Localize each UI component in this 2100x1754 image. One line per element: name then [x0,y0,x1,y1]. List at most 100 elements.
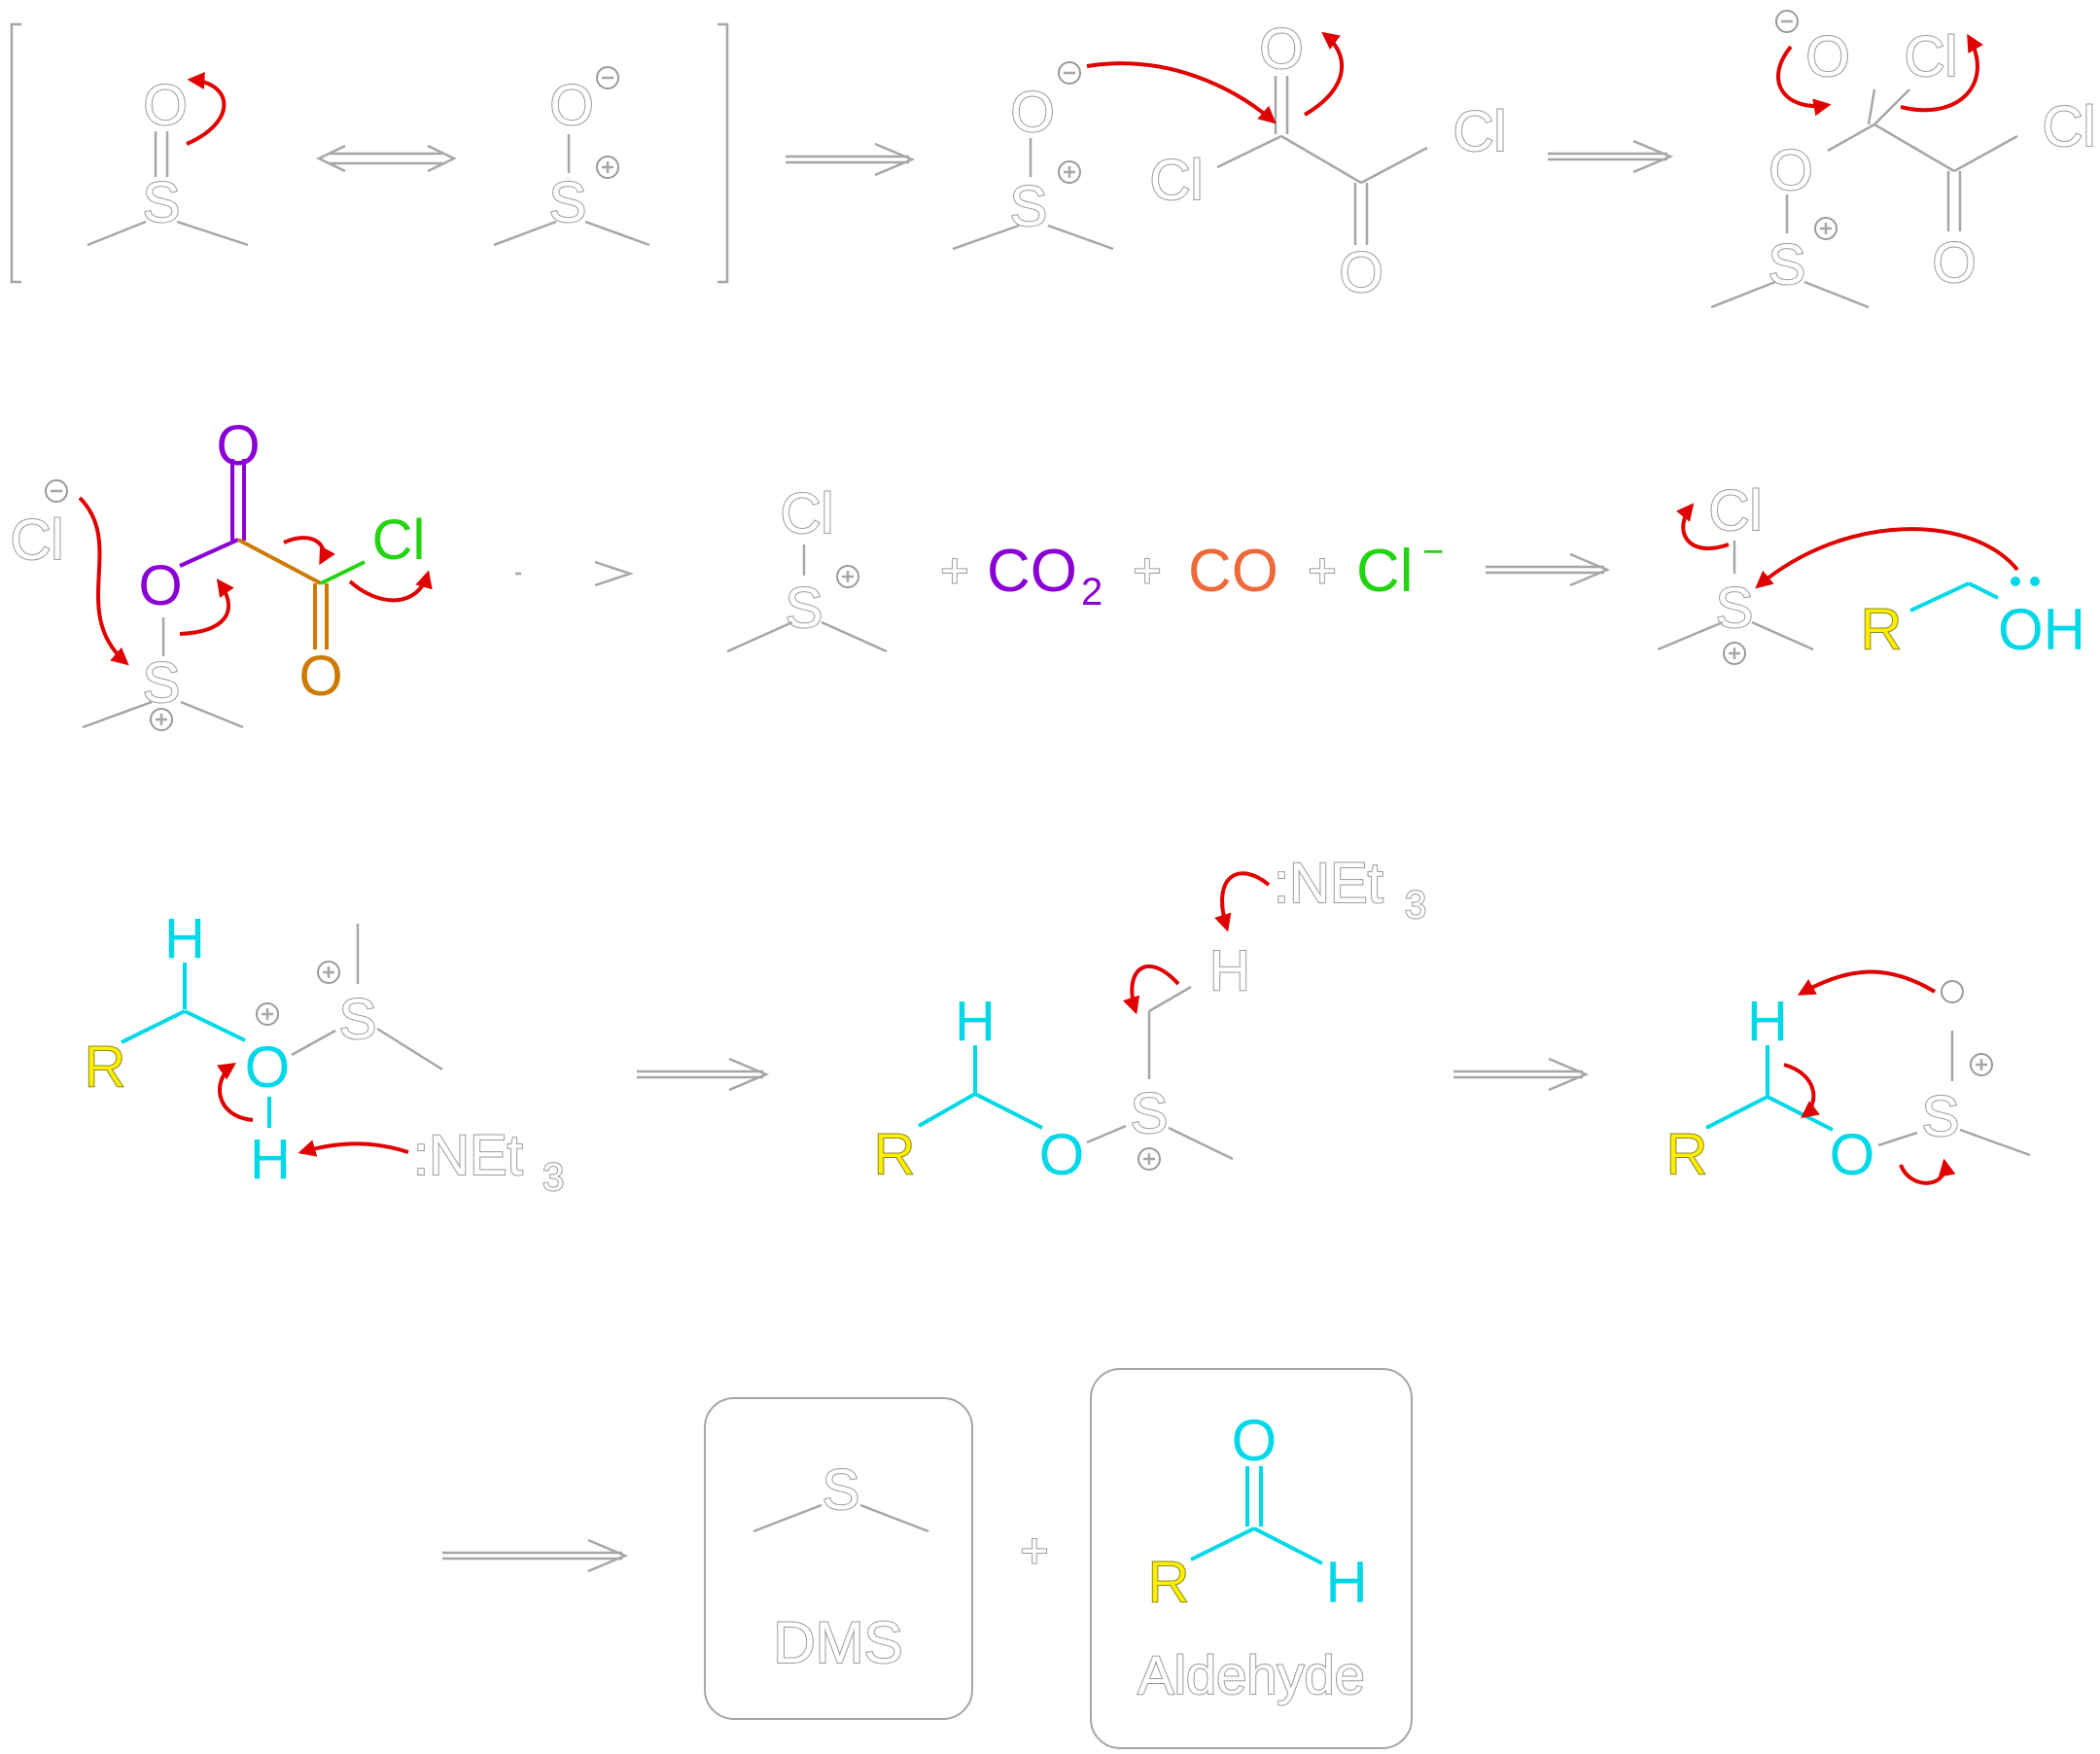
atom-h: H [1747,990,1788,1053]
atom-o: O [245,1035,291,1100]
reaction-arrow [1453,1057,1590,1092]
atom-o: O [1768,139,1812,202]
plus-charge-icon [836,565,859,588]
r-group: R [873,1122,915,1187]
atom-cl: Cl [1150,149,1204,212]
atom-o: O [549,74,593,137]
r-group: R [1665,1122,1707,1187]
reaction-arrow [515,560,634,587]
dmso-neutral: O S [87,72,249,247]
plus-sign: + [1020,1524,1048,1578]
chlorosulfonium-ion: Cl S [726,481,888,653]
atom-s: S [786,577,823,640]
atom-s: S [1716,577,1754,640]
resonance-bracket-left [10,22,21,284]
acyloxysulfonium-intermediate: Cl O O O Cl S [10,414,433,731]
carbanion-lone-pair-icon [1941,980,1964,1003]
r-group: R [1860,597,1902,662]
triethylamine-subscript: 3 [1405,884,1426,927]
atom-h: H [1325,1550,1367,1615]
triethylamine: :NEt [413,1124,523,1187]
plus-charge-icon [256,1002,279,1026]
atom-o: O [1010,81,1054,144]
chloride-label: Cl [1356,538,1414,605]
oxalyl-chloride: O Cl Cl O [1086,17,1507,305]
atom-s: S [822,1458,860,1522]
atom-cl: Cl [2043,95,2096,158]
chloride-charge: − [1422,532,1444,573]
r-group: R [1147,1550,1189,1615]
triethylamine: :NEt [1274,852,1383,915]
plus-charge-icon [1970,1053,1993,1076]
plus-sign: + [940,544,968,598]
plus-charge-icon [596,156,619,179]
tetrahedral-intermediate: O Cl Cl O S O [1710,10,2096,309]
atom-s: S [549,171,587,234]
resonance-arrow [316,144,457,173]
minus-charge-icon [596,66,619,89]
atom-h: H [250,1128,291,1191]
atom-o: O [216,414,260,477]
reaction-arrow [442,1538,629,1573]
atom-s: S [1922,1085,1960,1148]
chloride-ion: Cl − [1356,532,1444,605]
atom-cl: Cl [1453,100,1507,163]
atom-o: O [1232,1408,1278,1473]
dmso-zwitterion: O S [493,66,650,247]
atom-h: H [164,907,205,970]
atom-o: O [1039,1122,1085,1187]
atom-s: S [1131,1082,1169,1145]
atom-o: O [1339,241,1382,304]
atom-h: H [1209,939,1250,1002]
plus-charge-icon [317,961,340,984]
r-group: R [84,1035,125,1100]
atom-o: O [138,554,182,617]
co2-label: CO [987,538,1077,605]
atom-s: S [143,651,181,715]
plus-charge-icon [1814,217,1838,240]
alkoxysulfonium-protonated: H R O H S :NEt 3 [84,907,565,1200]
sulfur-ylide: H R O S [1665,969,2031,1188]
co2-subscript: 2 [1081,571,1102,614]
carbon-monoxide: CO [1188,538,1278,605]
reaction-arrow [786,142,916,177]
reaction-arrow [1548,139,1674,174]
dmso-attack: O S [952,61,1114,251]
atom-o: O [1259,18,1303,81]
plus-sign: + [1308,544,1336,598]
atom-o: O [1830,1122,1875,1187]
atom-cl: Cl [1905,25,1958,88]
plus-charge-icon [150,708,173,731]
alcohol-attack: Cl S R OH [1657,478,2085,665]
hydroxyl-group: OH [1998,597,2085,662]
minus-charge-icon [1058,61,1081,85]
atom-cl: Cl [11,509,64,572]
plus-charge-icon [1138,1147,1161,1171]
reaction-arrow [1486,552,1611,587]
atom-s: S [1768,233,1806,297]
plus-charge-icon [1723,642,1746,665]
atom-o: O [298,645,342,708]
resonance-bracket-right [718,22,729,284]
atom-h: H [955,990,996,1053]
atom-cl: Cl [781,482,834,545]
alkoxysulfonium-ion: H R O S H :NEt 3 [873,851,1427,1188]
minus-charge-icon [1775,10,1799,33]
atom-o: O [1805,25,1849,88]
atom-cl: Cl [1709,479,1763,543]
atom-cl: Cl [372,509,426,572]
atom-o: O [143,74,187,137]
dms-product-box: S DMS [704,1397,973,1720]
minus-charge-icon [45,479,68,503]
plus-charge-icon [1058,160,1081,184]
atom-s: S [339,988,377,1051]
aldehyde-label: Aldehyde [1138,1644,1365,1705]
carbon-dioxide: CO 2 [987,538,1102,614]
lone-pair-icon [2030,577,2040,586]
plus-sign: + [1133,544,1161,598]
dms-label: DMS [773,1610,902,1675]
reaction-arrow [637,1057,770,1092]
lone-pair-icon [2011,577,2020,586]
triethylamine-subscript: 3 [542,1156,564,1199]
